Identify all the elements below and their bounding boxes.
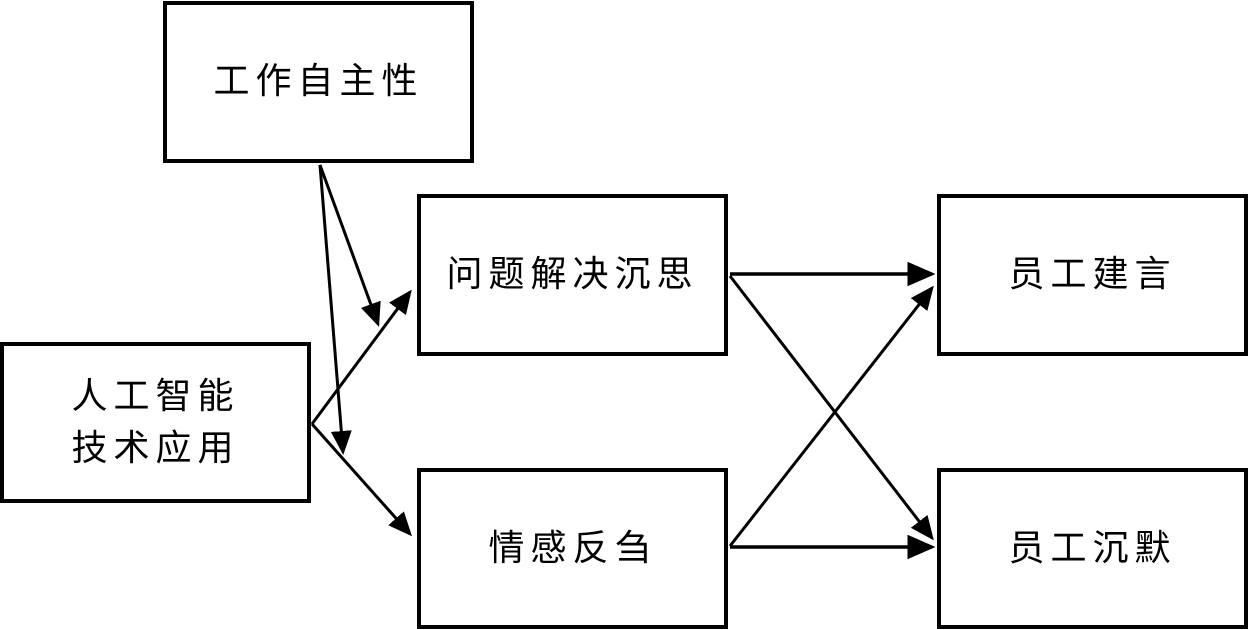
- node-job-autonomy: 工作自主性: [163, 1, 474, 163]
- node-ai-technology-application: 人工智能 技术应用: [0, 342, 311, 503]
- node-job-autonomy-label: 工作自主性: [213, 61, 424, 102]
- node-ai-technology-application-label: 人工智能 技术应用: [71, 375, 240, 469]
- node-problem-solving-pondering-label: 问题解决沉思: [446, 254, 699, 295]
- node-employee-silence-label: 员工沉默: [1008, 527, 1177, 569]
- node-employee-voice-label: 员工建言: [1008, 254, 1177, 295]
- arrow-autonomy-moderates-lower-path: [318, 164, 352, 455]
- arrow-ai-to-affective-rumination: [310, 423, 412, 537]
- arrow-ai-to-problem-solving: [310, 289, 412, 425]
- node-problem-solving-pondering: 问题解决沉思: [417, 194, 728, 356]
- node-affective-rumination-label: 情感反刍: [488, 527, 657, 569]
- node-employee-voice: 员工建言: [937, 194, 1248, 356]
- node-employee-silence: 员工沉默: [937, 468, 1248, 629]
- arrow-affective-rumination-to-voice: [728, 285, 934, 547]
- node-affective-rumination: 情感反刍: [417, 468, 728, 629]
- arrow-problem-solving-to-silence: [728, 275, 934, 541]
- arrow-autonomy-moderates-upper-path: [318, 164, 381, 327]
